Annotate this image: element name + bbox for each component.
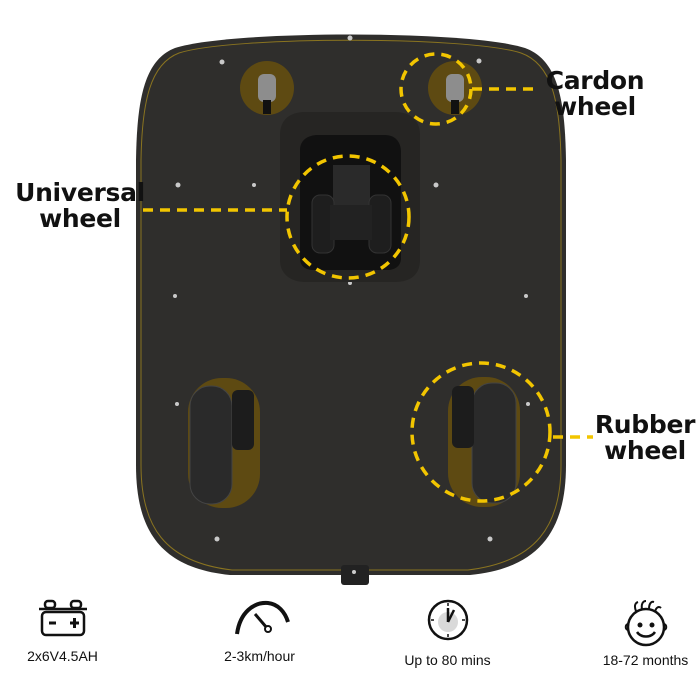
callout-line2: wheel [39, 204, 121, 233]
callout-line2: wheel [604, 436, 686, 465]
universal-wheel-label: Universal wheel [10, 180, 150, 232]
cardon-wheel-label: Cardon wheel [540, 68, 650, 120]
feature-speed: 2-3km/hour [172, 598, 347, 664]
child-face-icon [624, 600, 667, 647]
feature-battery: 2x6V4.5AH [0, 598, 150, 664]
callout-line2: wheel [554, 92, 636, 121]
callout-line1: Universal [15, 178, 145, 207]
feature-runtime: Up to 80 mins [360, 598, 535, 668]
clock-icon [427, 599, 468, 641]
feature-age: 18-72 months [558, 598, 700, 668]
feature-text: Up to 80 mins [404, 652, 491, 668]
battery-icon [38, 599, 87, 637]
feature-text: 2x6V4.5AH [27, 648, 98, 664]
rubber-wheel-label: Rubber wheel [590, 412, 700, 464]
callout-line1: Rubber [594, 410, 696, 439]
speedometer-icon [234, 600, 290, 635]
callout-line1: Cardon [545, 66, 645, 95]
feature-text: 2-3km/hour [224, 648, 295, 664]
feature-text: 18-72 months [602, 652, 689, 668]
